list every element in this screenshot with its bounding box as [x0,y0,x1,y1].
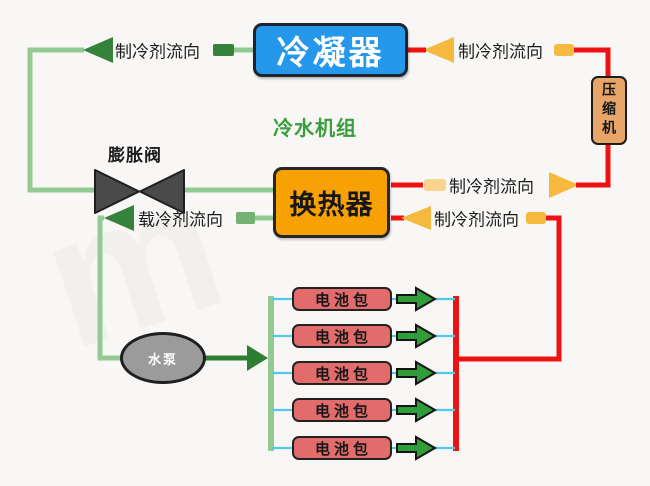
to-compressor-arrow-icon [549,172,579,198]
liquid-line-left [27,47,96,193]
flow-label-condenser-to-valve: 制冷剂流向 [115,42,200,62]
battery-pack-node: 电池包 [292,324,392,348]
chiller-unit-label: 冷水机组 [273,118,357,140]
flow-label-exchanger-to-compressor: 制冷剂流向 [449,177,534,197]
battery-pack-node: 电池包 [292,436,392,460]
condenser-node: 冷凝器 [253,23,408,77]
battery-pack-node: 电池包 [292,398,392,422]
coolant-line-down-to-pump [97,215,122,361]
coolant-return-line [453,215,562,362]
battery-pack-node: 电池包 [292,361,392,385]
expansion-valve-icon [94,169,185,214]
return-flow-arrow-icon [401,206,431,230]
flow-label-coolant-out: 载冷剂流向 [138,210,223,230]
expansion-valve-label: 膨胀阀 [108,146,162,165]
liquid-flow-arrow-icon [83,37,113,63]
flow-label-battery-return: 制冷剂流向 [434,210,519,230]
liquid-connector [213,44,234,56]
to-condenser-connector [554,44,574,56]
battery-pack-node: 电池包 [292,287,392,311]
coolant-flow-arrow-icon [104,205,134,231]
to-condenser-arrow-icon [423,37,454,63]
flow-label-compressor-to-condenser: 制冷剂流向 [458,42,543,62]
heat-exchanger-node: 换热器 [273,167,390,238]
water-pump-node: 水泵 [120,332,206,384]
battery-flow-arrow-icons [396,286,437,461]
exchanger-outlet-connector [424,179,446,191]
pump-outlet-arrow-icon [247,345,268,371]
return-connector [526,212,546,224]
coolant-connector [236,212,255,224]
compressor-node: 压缩机 [591,76,627,145]
